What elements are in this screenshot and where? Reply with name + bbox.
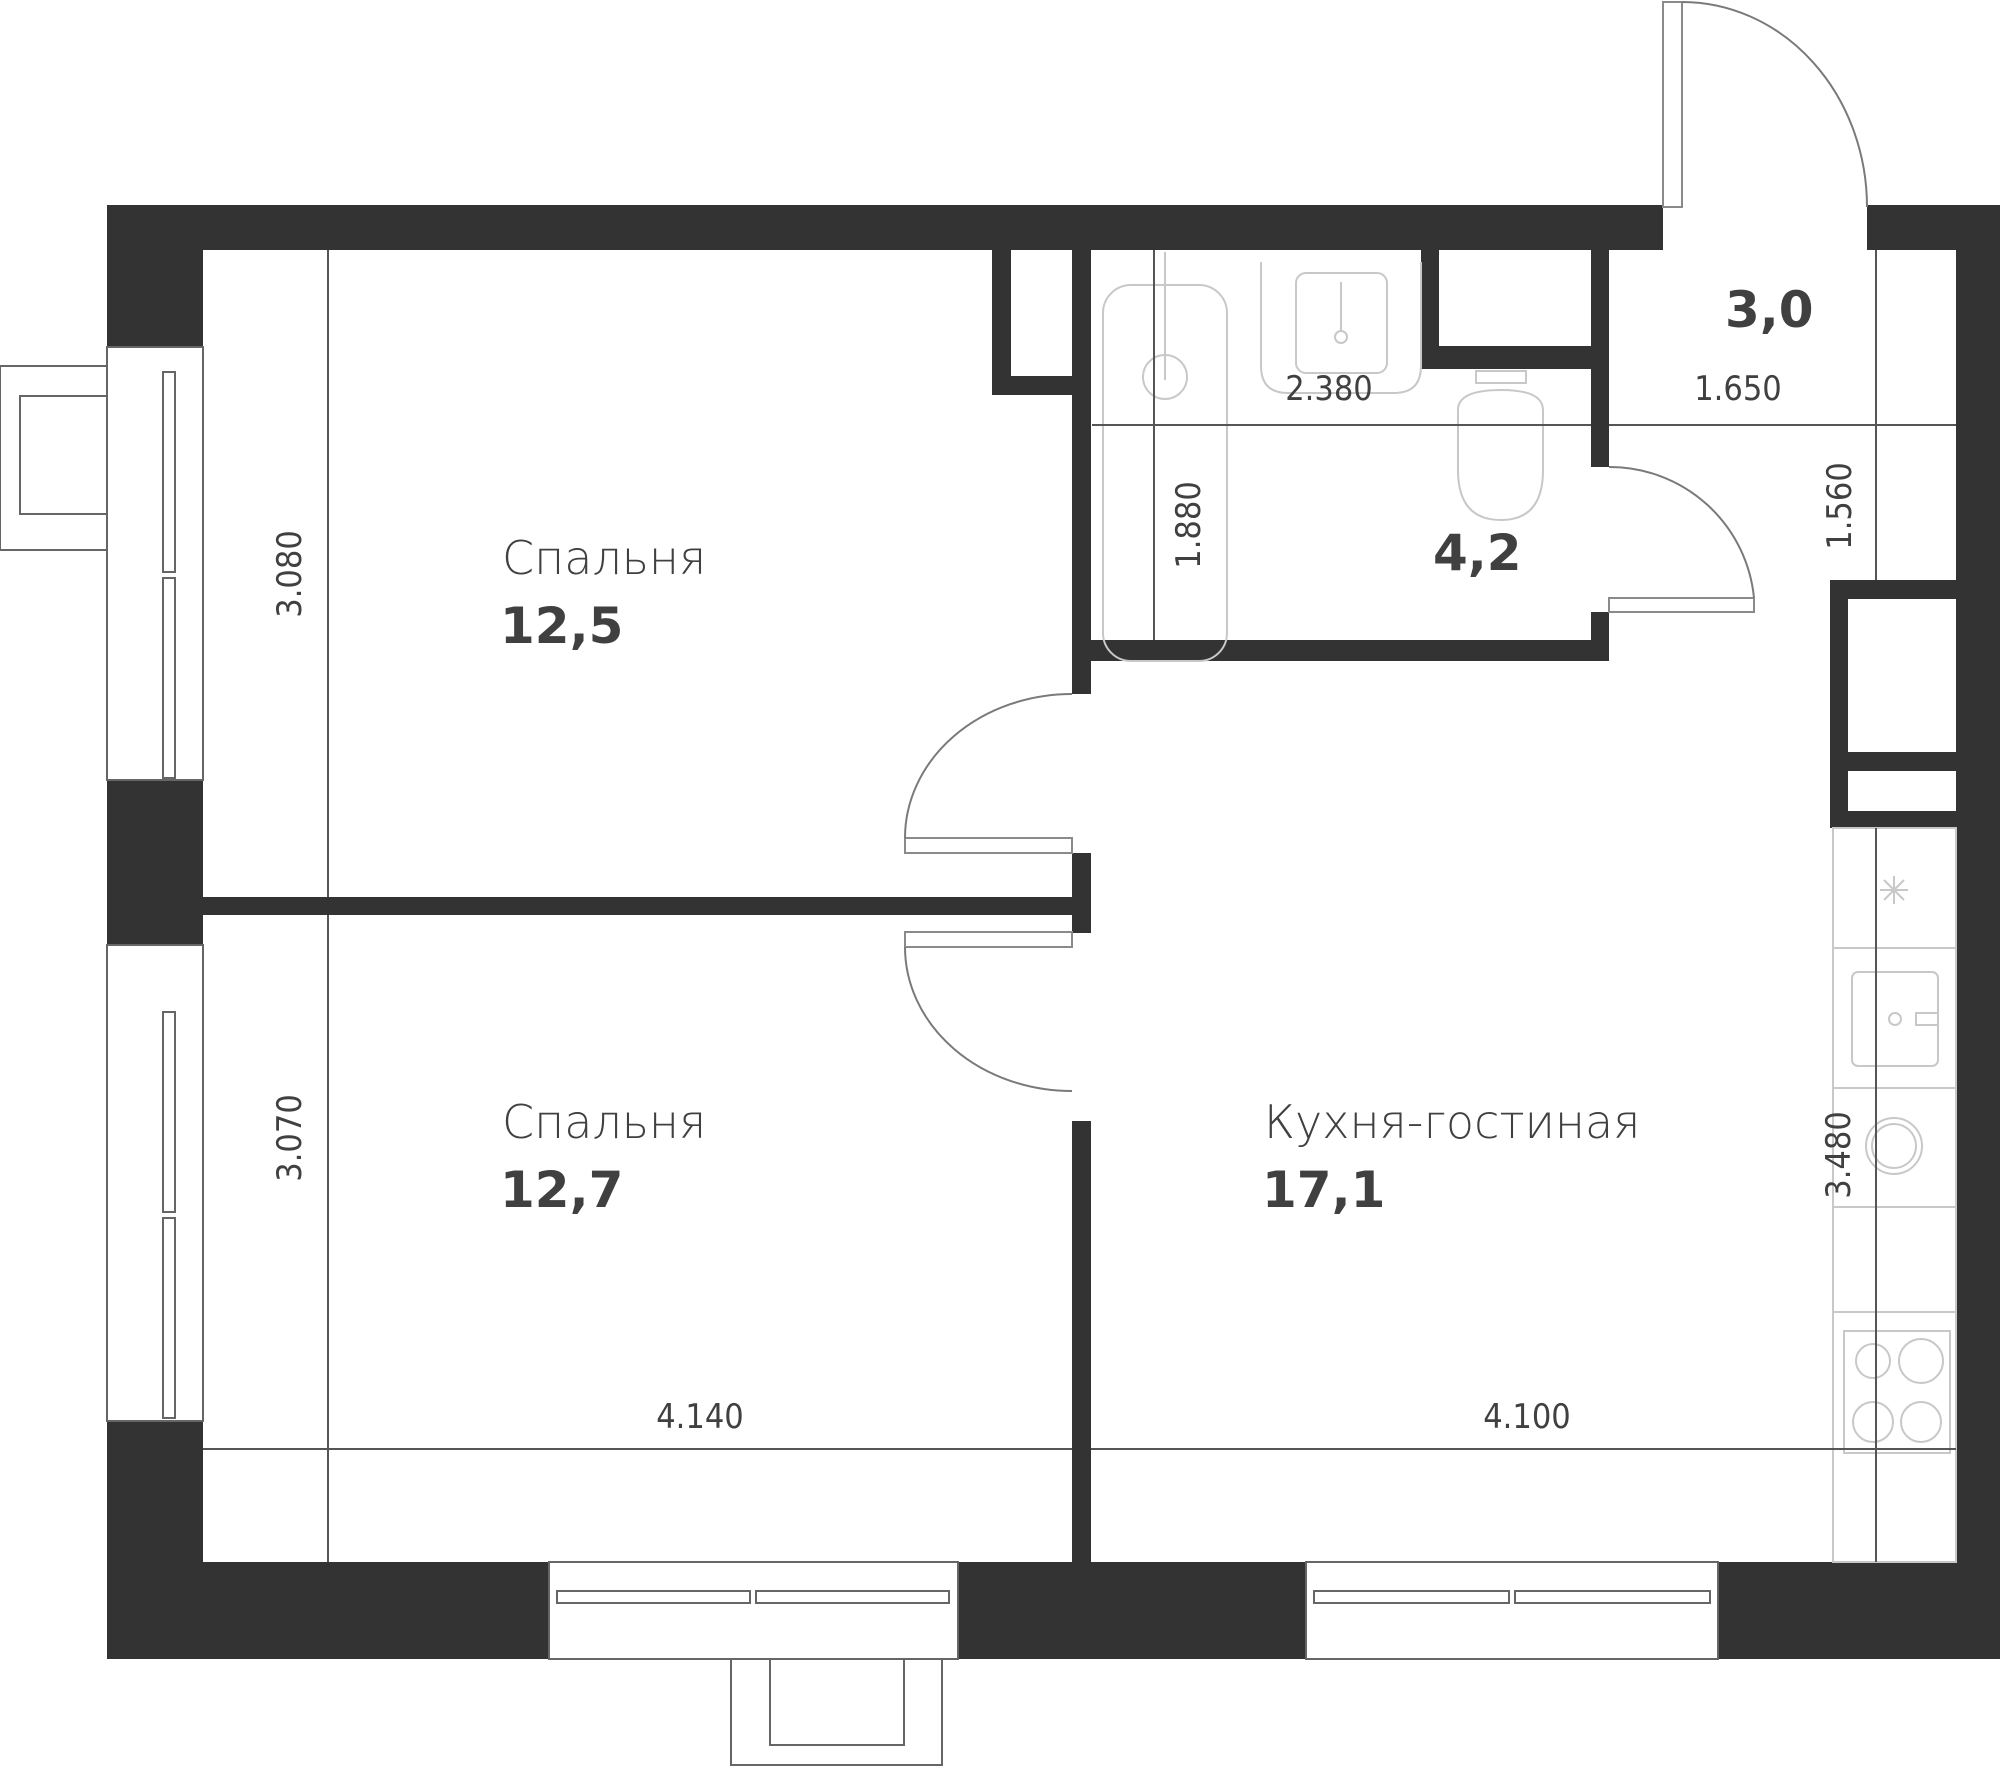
- room-name: Спальня: [502, 531, 706, 585]
- extractor-icon: [1880, 876, 1908, 904]
- entrance-door[interactable]: [1662, 1, 1868, 208]
- room-bathroom: 4,2: [1433, 524, 1522, 582]
- bedroom2-door[interactable]: [904, 931, 1073, 1092]
- dim-hallway-width: 1.650: [1694, 369, 1782, 409]
- dim-bedroom2-height: 3.070: [270, 1094, 310, 1182]
- dim-hallway-height: 1.560: [1820, 462, 1860, 550]
- room-hallway: 3,0: [1725, 281, 1814, 339]
- dimension-lines: [203, 250, 1956, 1562]
- room-area: 12,5: [500, 597, 623, 655]
- room-area: 17,1: [1262, 1161, 1385, 1219]
- room-area: 4,2: [1433, 524, 1522, 582]
- room-area: 3,0: [1725, 281, 1814, 339]
- ac-unit-icon: [730, 1658, 943, 1766]
- bathtub-icon: [1102, 252, 1228, 662]
- room-name: Спальня: [502, 1095, 706, 1149]
- window-left-top: [106, 346, 204, 781]
- kitchen-sink-icon: [1851, 971, 1939, 1067]
- room-area: 12,7: [500, 1161, 623, 1219]
- outer-walls: [107, 205, 2000, 1659]
- room-name: Кухня-гостиная: [1264, 1095, 1640, 1149]
- washing-machine-icon: [1865, 1117, 1923, 1175]
- dim-kitchen-height: 3.480: [1819, 1111, 1859, 1199]
- toilet-icon: [1457, 370, 1544, 522]
- room-bedroom-1: Спальня 12,5: [500, 531, 706, 655]
- window-bottom-right: [1305, 1561, 1719, 1660]
- window-left-bottom: [106, 944, 204, 1422]
- washbasin-icon: [1260, 262, 1422, 394]
- dim-bedrooms-width: 4.140: [656, 1397, 744, 1437]
- dim-bathroom-height: 1.880: [1169, 481, 1209, 569]
- window-bottom-left: [548, 1561, 959, 1660]
- interior-walls: [203, 250, 1956, 1562]
- bathroom-door[interactable]: [1608, 465, 1755, 613]
- ac-unit-icon: [0, 365, 108, 551]
- dim-bedroom1-height: 3.080: [270, 530, 310, 618]
- kitchen-counter: [1832, 827, 1957, 1563]
- room-kitchen-living: Кухня-гостиная 17,1: [1262, 1095, 1640, 1219]
- bedroom1-door[interactable]: [904, 693, 1073, 854]
- room-bedroom-2: Спальня 12,7: [500, 1095, 706, 1219]
- hob-icon: [1843, 1330, 1951, 1454]
- dim-bathroom-width: 2.380: [1285, 369, 1373, 409]
- dim-kitchen-width: 4.100: [1483, 1397, 1571, 1437]
